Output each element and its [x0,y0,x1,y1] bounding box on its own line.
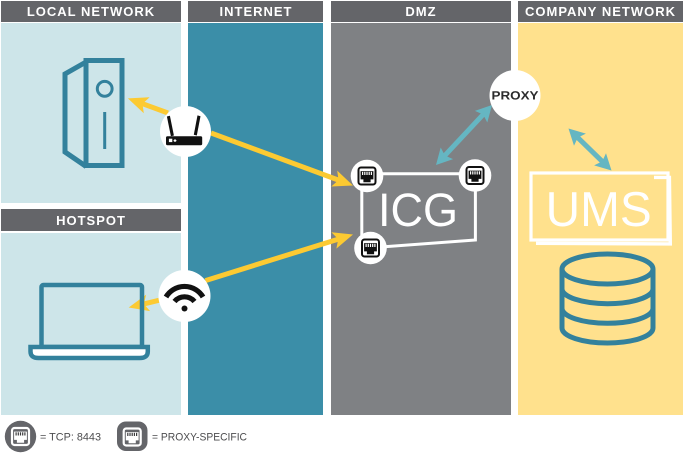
svg-text:PROXY: PROXY [491,88,538,102]
svg-text:= TCP: 8443: = TCP: 8443 [40,432,101,444]
svg-text:ICG: ICG [378,183,458,236]
svg-text:DMZ: DMZ [405,4,436,19]
svg-text:LOCAL NETWORK: LOCAL NETWORK [27,4,155,19]
svg-text:UMS: UMS [546,183,652,237]
svg-text:INTERNET: INTERNET [220,4,293,19]
svg-text:= PROXY-SPECIFIC: = PROXY-SPECIFIC [152,432,247,444]
svg-text:HOTSPOT: HOTSPOT [56,213,126,228]
svg-text:COMPANY NETWORK: COMPANY NETWORK [525,4,676,19]
